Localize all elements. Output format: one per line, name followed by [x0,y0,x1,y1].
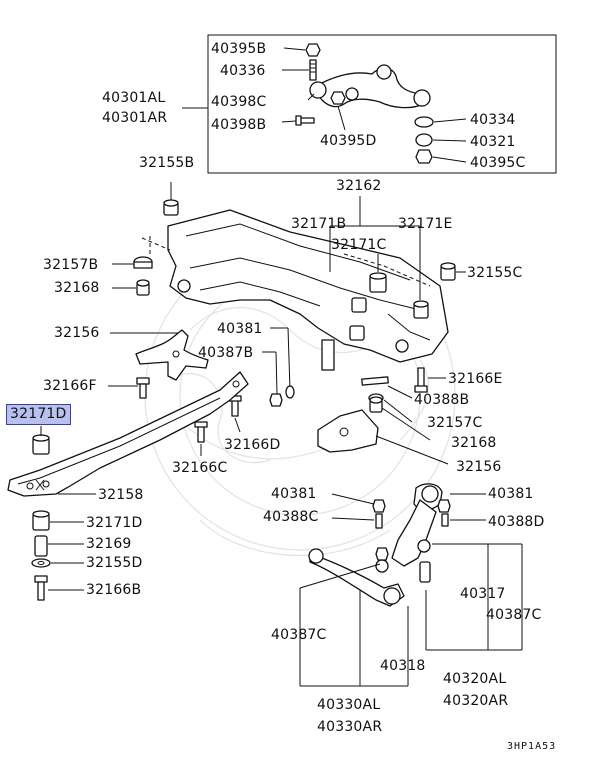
label-32171D[interactable]: 32171D [86,515,143,531]
label-32158[interactable]: 32158 [98,487,144,503]
label-40395C[interactable]: 40395C [470,155,526,171]
upper-arm [307,64,431,109]
label-40398C[interactable]: 40398C [211,94,267,110]
label-32155D[interactable]: 32155D [86,555,143,571]
label-32155C[interactable]: 32155C [467,265,523,281]
label-40334[interactable]: 40334 [470,112,516,128]
label-40318[interactable]: 40318 [380,658,426,674]
label-40398B-upper[interactable]: 40398B [211,117,267,133]
ball-joint-parts [414,116,467,164]
label-40317[interactable]: 40317 [460,586,506,602]
label-40388B[interactable]: 40388B [414,392,470,408]
label-32156-right[interactable]: 32156 [456,459,502,475]
upper-arm-group-box [207,34,557,174]
label-32169[interactable]: 32169 [86,536,132,552]
label-32166F[interactable]: 32166F [43,378,97,394]
mount-right-parts [317,376,449,465]
label-32171D-selected[interactable]: 32171D [6,404,71,425]
label-40321[interactable]: 40321 [470,134,516,150]
label-32171B[interactable]: 32171B [291,216,347,232]
label-32155B[interactable]: 32155B [139,155,195,171]
bushings-crossmember [163,182,431,341]
label-32166B[interactable]: 32166B [86,582,142,598]
label-32162[interactable]: 32162 [336,178,382,194]
label-40388D[interactable]: 40388D [488,514,545,530]
bracket-32156-left [110,329,209,381]
bolt-32166F [108,377,150,399]
label-32171E[interactable]: 32171E [398,216,453,232]
stud-40336 [282,59,317,81]
label-40301AL[interactable]: 40301AL [102,90,166,106]
bolt-40398B-upper [281,115,315,126]
label-40387B[interactable]: 40387B [198,345,254,361]
left-column-parts [31,426,84,601]
figure-code: 3HP1A53 [507,741,557,752]
label-40330AR[interactable]: 40330AR [317,719,383,735]
label-40301AR[interactable]: 40301AR [102,110,168,126]
bushing-32155C [440,262,466,281]
label-40381-mid[interactable]: 40381 [217,321,263,337]
label-32157B[interactable]: 32157B [43,257,99,273]
nut-40395D [330,91,346,131]
label-40381-right[interactable]: 40381 [488,486,534,502]
label-40320AL[interactable]: 40320AL [443,671,507,687]
crossmember-32162 [167,196,449,371]
label-32166E[interactable]: 32166E [448,371,503,387]
label-32171C[interactable]: 32171C [331,237,387,253]
brace-32158 [7,371,249,497]
bolts-32166CD [194,395,242,456]
label-40381-left[interactable]: 40381 [271,486,317,502]
label-40330AL[interactable]: 40330AL [317,697,381,713]
lower-arm-group [299,483,523,687]
label-32166D[interactable]: 32166D [224,437,281,453]
label-40320AR[interactable]: 40320AR [443,693,509,709]
label-40387C-right[interactable]: 40387C [486,607,542,623]
label-32157C[interactable]: 32157C [427,415,483,431]
label-40388C[interactable]: 40388C [263,509,319,525]
label-32168-right[interactable]: 32168 [451,435,497,451]
bolt-32166E [414,367,446,393]
label-32168-left[interactable]: 32168 [54,280,100,296]
label-40387C-left[interactable]: 40387C [271,627,327,643]
label-40395B[interactable]: 40395B [211,41,267,57]
mount-left-parts [112,236,171,296]
label-32156-left[interactable]: 32156 [54,325,100,341]
nut-40395B [283,43,321,57]
label-32166C[interactable]: 32166C [172,460,228,476]
bolts-center [262,327,295,407]
label-40395D[interactable]: 40395D [320,133,377,149]
label-40336[interactable]: 40336 [220,63,266,79]
